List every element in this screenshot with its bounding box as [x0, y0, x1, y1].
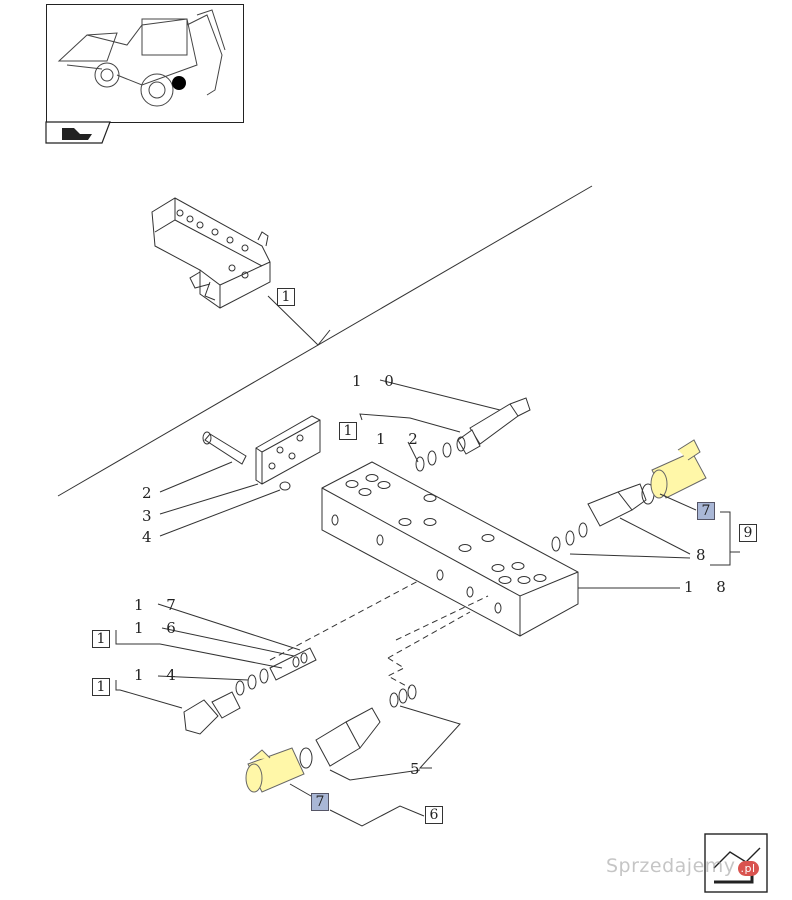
label-4: 4 [142, 528, 161, 546]
label-3: 3 [142, 507, 161, 525]
cover-plate [255, 415, 321, 485]
dust-cap-lower [245, 747, 305, 793]
leader-5b [329, 769, 421, 781]
leader-11 [359, 413, 461, 433]
label-8: 8 [696, 546, 715, 564]
ref-box-1[interactable]: 1 [277, 288, 295, 306]
book-arrow-icon [62, 128, 92, 140]
divider-line [57, 185, 593, 497]
ref-box-11[interactable]: 1 [339, 422, 357, 440]
leader-14 [157, 675, 249, 681]
leader-2 [159, 461, 233, 493]
ref-box-6[interactable]: 6 [425, 806, 443, 824]
o-ring-4 [279, 481, 291, 491]
label-18: 1 8 [684, 578, 735, 596]
machine-thumbnail [46, 4, 244, 123]
quick-coupler-lower [299, 684, 417, 769]
quick-coupler-right [551, 483, 655, 552]
leader-12 [407, 441, 419, 463]
label-10: 1 0 [352, 372, 403, 390]
bolt [202, 431, 247, 465]
leader-3 [159, 483, 259, 515]
label-17: 1 7 [134, 596, 185, 614]
label-12: 1 2 [376, 430, 427, 448]
leader-10 [379, 379, 501, 411]
cartridge-valve-top [415, 397, 531, 472]
watermark-text: Sprzedajemy [606, 855, 736, 877]
leader-6 [329, 805, 425, 827]
ref-box-7-lower[interactable]: 7 [311, 793, 329, 811]
axis-dash-1 [269, 579, 421, 661]
leader-1 [267, 295, 331, 346]
bracket-9 [710, 511, 740, 566]
leader-5a [399, 705, 461, 769]
ref-box-15[interactable]: 1 [92, 630, 110, 648]
watermark: Sprzedajemy.pl [606, 855, 759, 877]
label-14: 1 4 [134, 666, 185, 684]
leader-16 [161, 627, 295, 657]
plug-assembly [183, 647, 317, 735]
leader-8a [569, 553, 691, 559]
label-16: 1 6 [134, 619, 185, 637]
ref-box-7-right[interactable]: 7 [697, 502, 715, 520]
watermark-suffix: .pl [737, 861, 759, 876]
leader-15 [115, 630, 283, 669]
axis-dash-3 [395, 595, 489, 641]
leader-13 [115, 680, 183, 709]
axis-dash-2 [386, 611, 471, 689]
leader-7a [659, 493, 697, 511]
valve-assembly-overview [151, 197, 271, 309]
label-5: 5 [410, 760, 429, 778]
label-2: 2 [142, 484, 161, 502]
location-marker [172, 76, 186, 90]
leader-17 [157, 603, 301, 651]
manifold-block [321, 461, 579, 637]
dust-cap-right [650, 439, 707, 499]
ref-box-9[interactable]: 9 [739, 524, 757, 542]
leader-4 [159, 489, 281, 537]
backhoe-loader-sketch [57, 9, 226, 107]
ref-box-13[interactable]: 1 [92, 678, 110, 696]
leader-8b [619, 517, 691, 555]
